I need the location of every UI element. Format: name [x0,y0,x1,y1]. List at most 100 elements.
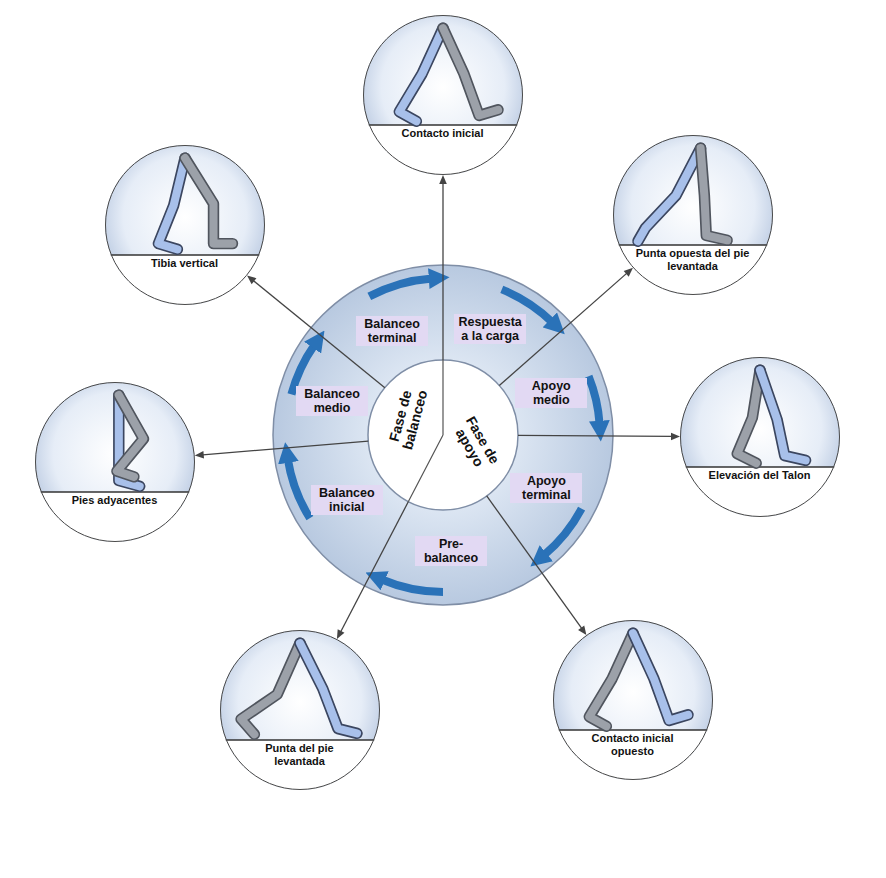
connector-line [518,435,672,437]
figure-ground [553,620,713,780]
phase-name: Balanceo inicial [315,486,379,514]
phase-name-box: Pre-balanceo [415,536,487,566]
legs [158,158,232,249]
connector-line [487,496,582,629]
blue-leg [158,158,185,249]
phase-name-box: Apoyo medio [515,378,587,408]
grey-leg [241,643,300,734]
phase-snapshot-circle: Contacto inicial [363,15,523,175]
label-band [619,245,767,295]
phase-connector [518,433,680,441]
figure-ground [363,15,523,175]
leg-outline [633,633,688,720]
phase-name-box: Balanceo inicial [311,485,383,515]
phase-group-name: Fase de apoyo [447,409,505,479]
leg-outline [300,643,357,733]
legs [117,395,144,486]
phase-snapshot-circle: Contacto inicial opuesto [553,620,713,780]
arrow-head [624,268,633,277]
gait-figure [220,630,380,790]
blue-leg [633,633,688,720]
arrow-head [337,629,345,639]
floor-line [369,124,517,126]
blue-leg [760,370,806,460]
phase-snapshot-circle: Tibia vertical [105,145,265,305]
gait-figure [613,135,773,295]
gait-figure [105,145,265,305]
phase-connector [337,502,408,639]
arrow-head [195,451,204,459]
hub-circle [368,360,518,510]
phase-name: Respuesta a la carga [458,315,522,343]
leg-outline [117,395,144,477]
leg-outline [158,158,185,249]
snapshot-label: Tibia vertical [124,257,246,270]
legs [737,370,805,463]
grey-leg [185,158,233,244]
grey-leg [737,370,760,463]
phase-snapshot-circle: Punta opuesta del pie levantada [613,135,773,295]
cycle-arrow [369,278,432,296]
cycle-arrow [382,580,443,593]
floor-line [559,729,707,731]
leg-outline [399,28,443,121]
connector-line [203,441,369,455]
phase-name-box: Balanceo terminal [356,316,428,346]
phase-name: Balanceo terminal [360,317,424,345]
phase-name-box: Apoyo terminal [510,473,582,503]
gait-figure [680,357,840,517]
floor-line [111,254,259,256]
label-band [369,125,517,175]
gait-figure [35,382,195,542]
arrow-head [247,276,256,285]
phase-group-name: Fase de balanceo [385,383,431,453]
leg-outline [760,370,806,460]
phase-connector [195,441,369,458]
label-band [41,492,189,542]
leg-outline [737,370,760,463]
grey-leg [589,633,633,726]
legs [241,643,357,734]
phase-name: Apoyo terminal [514,474,578,502]
label-band [111,255,259,305]
phase-snapshot-circle: Elevación del Talon [680,357,840,517]
phase-name: Pre-balanceo [419,537,483,565]
leg-outline [241,643,300,734]
blue-leg [638,148,701,241]
figure-ground [680,357,840,517]
label-band [686,467,834,517]
blue-leg [300,643,357,733]
floor-line [226,739,374,741]
connector-line [341,502,409,632]
legs [589,633,688,726]
phase-name-box: Respuesta a la carga [454,314,526,344]
phase-name: Apoyo medio [519,379,583,407]
phase-hub-circle: Fase de balanceo Fase de apoyo [368,360,518,510]
phase-connector [439,175,447,360]
leg-outline [638,148,701,241]
connector-line [442,183,443,360]
figure-ground [105,145,265,305]
snapshot-label: Pies adyacentes [54,494,176,507]
arrow-head [671,433,680,441]
figure-ground [613,135,773,295]
floor-line [41,491,189,493]
arrow-head [439,175,447,184]
leg-outline [443,28,498,115]
blue-leg [399,28,443,121]
leg-outline [701,148,728,240]
grey-leg [443,28,498,115]
gait-figure [363,15,523,175]
arrow-head [578,625,586,635]
label-band [559,730,707,780]
leg-outline [589,633,633,726]
legs [638,148,727,241]
cycle-arrow [589,376,600,424]
snapshot-label: Punta opuesta del pie levantada [632,247,754,273]
snapshot-label: Punta del pie levantada [239,742,361,768]
phase-name: Balanceo medio [300,387,364,415]
phase-name-box: Balanceo medio [296,386,368,416]
snapshot-label: Contacto inicial [382,127,504,140]
figure-ground [35,382,195,542]
